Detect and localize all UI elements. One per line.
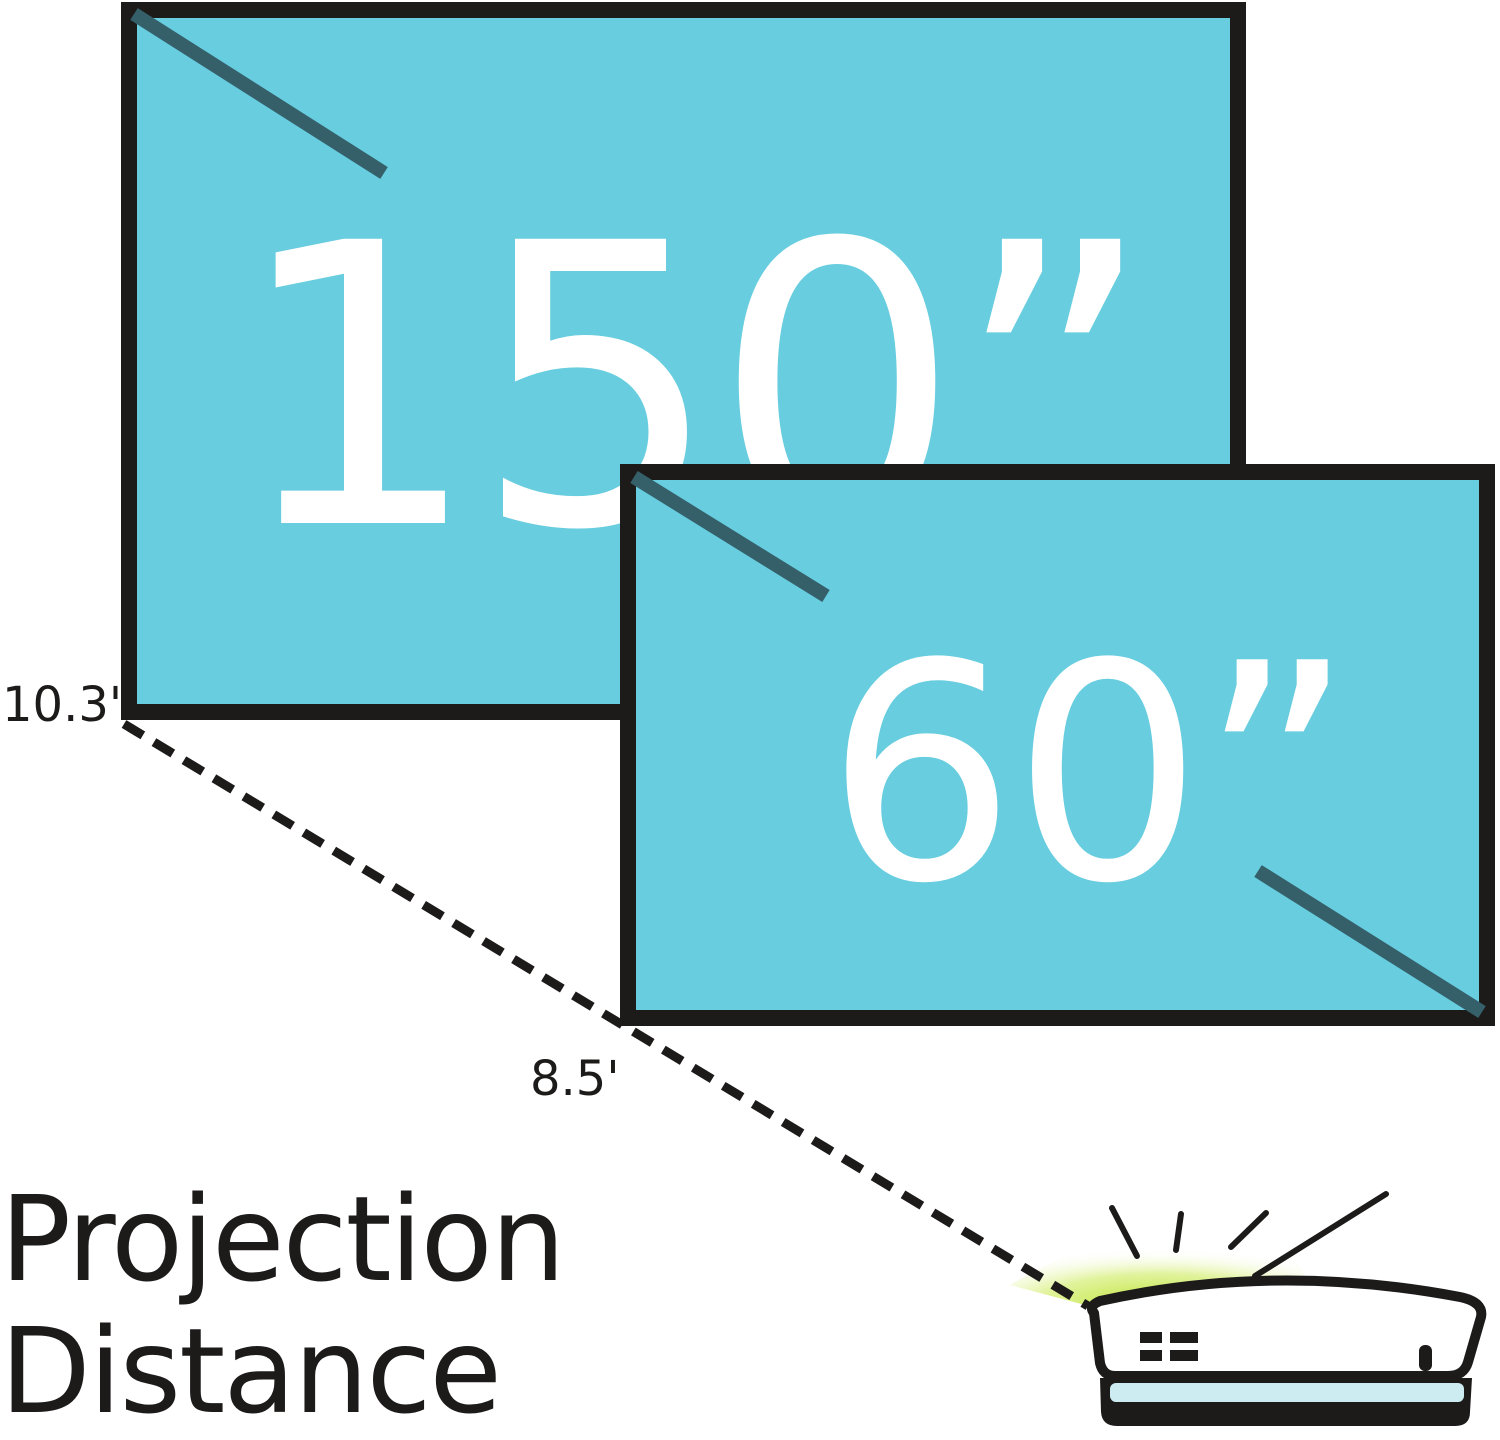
- small-screen: 60”: [620, 464, 1495, 1026]
- caption-line-2: Distance: [0, 1302, 502, 1440]
- light-rays: [1109, 1191, 1389, 1279]
- projector-power-button: [1419, 1345, 1432, 1371]
- projector-icon: [1087, 1275, 1487, 1426]
- projector-light-strip: [1110, 1383, 1464, 1402]
- small-screen-glare-bottom: [1254, 865, 1486, 1018]
- projector-vent-icon: [1140, 1332, 1198, 1361]
- caption-line-1: Projection: [0, 1170, 565, 1308]
- small-screen-distance-label: 8.5': [530, 1051, 620, 1107]
- small-screen-glare-top: [630, 471, 830, 602]
- large-screen-distance-label: 10.3': [2, 677, 122, 733]
- projection-line-dashed: [121, 720, 1091, 1310]
- large-screen-glare: [130, 8, 388, 179]
- small-screen-size-label: 60”: [825, 600, 1350, 949]
